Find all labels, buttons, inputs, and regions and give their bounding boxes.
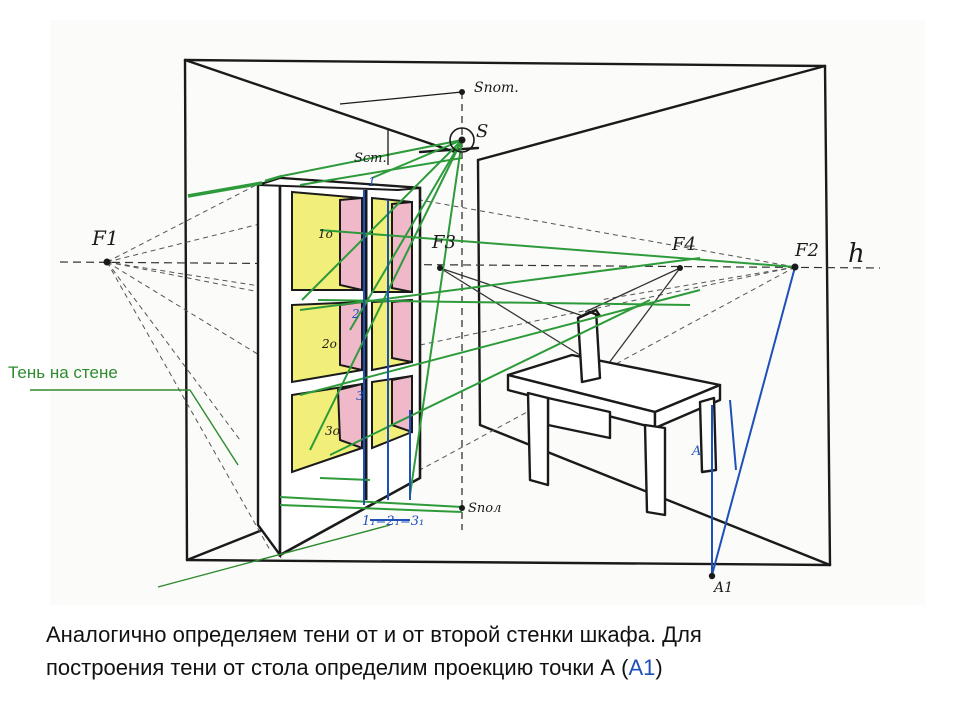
f1-dot: [103, 258, 111, 266]
s-ceiling-dot: [459, 89, 465, 95]
paper: [50, 20, 925, 605]
projection-lines: [363, 190, 796, 576]
light-source-circle: [449, 127, 475, 153]
caption-line-2: построения тени от стола определим проек…: [46, 651, 936, 684]
f3-dot: [437, 265, 443, 271]
front-frame-top: [183, 58, 827, 68]
table: [506, 308, 722, 517]
label-f4: F4: [671, 234, 696, 255]
f2-rays: [419, 199, 796, 471]
caption-line-1: Аналогично определяем тени от и от второ…: [46, 622, 702, 647]
f4-dot: [677, 265, 683, 271]
caption-line-2-suffix: ): [655, 655, 663, 680]
label-a: A: [691, 444, 701, 459]
f2-dot: [791, 263, 799, 271]
label-p3o: 3o: [325, 424, 340, 438]
caption-point-a1: А1: [628, 655, 656, 680]
front-frame-right: [823, 64, 832, 567]
horizon-line: [59, 261, 881, 269]
label-f1: F1: [91, 226, 119, 250]
label-s-floor: Sпол: [468, 501, 501, 516]
label-f2: F2: [794, 240, 819, 261]
table-leg-left: [526, 391, 550, 487]
a1-dot: [708, 572, 716, 580]
shelf-cells: [291, 190, 413, 474]
label-p3: 3: [356, 389, 364, 403]
label-leaders: [30, 389, 391, 588]
ceiling-left-diag: [183, 58, 457, 154]
label-horizon: h: [848, 239, 865, 269]
bookcase: [256, 176, 422, 559]
table-top-side: [653, 383, 722, 430]
bookcase-side: [256, 176, 282, 559]
label-s: S: [476, 121, 488, 142]
label-f3: F3: [431, 232, 456, 253]
table-leg-right: [698, 396, 718, 474]
caption-line-2-prefix: построения тени от стола определим проек…: [46, 655, 629, 680]
label-s-ceiling: Sпот.: [474, 80, 519, 96]
label-p2o: 2o: [321, 337, 337, 351]
shadow-wall-line: [187, 181, 263, 198]
bookcase-top: [257, 176, 421, 192]
front-frame-bottom: [185, 558, 832, 567]
caption: Аналогично определяем тени от и от второ…: [46, 618, 936, 684]
s-floor-dot: [459, 505, 465, 511]
s-ceiling-leader: [339, 91, 463, 105]
label-a1: A1: [712, 580, 733, 596]
label-p1: 1: [368, 175, 376, 189]
perspective-drawing: F1 F2 F3 F4 h S Sпот. Sст. Sпол A A1 1 1…: [30, 20, 925, 605]
table-leg-front: [643, 423, 667, 517]
label-p2: 2: [351, 307, 360, 321]
shadow-on-wall-label: Тень на стене: [8, 363, 118, 382]
label-s-wall: Sст.: [354, 151, 387, 166]
label-floor-eq: 1₁=2₁=3₁: [362, 514, 424, 529]
label-p1o: 1o: [318, 227, 333, 241]
ceiling-right-diag: [476, 64, 827, 162]
light-rays: [279, 139, 796, 513]
